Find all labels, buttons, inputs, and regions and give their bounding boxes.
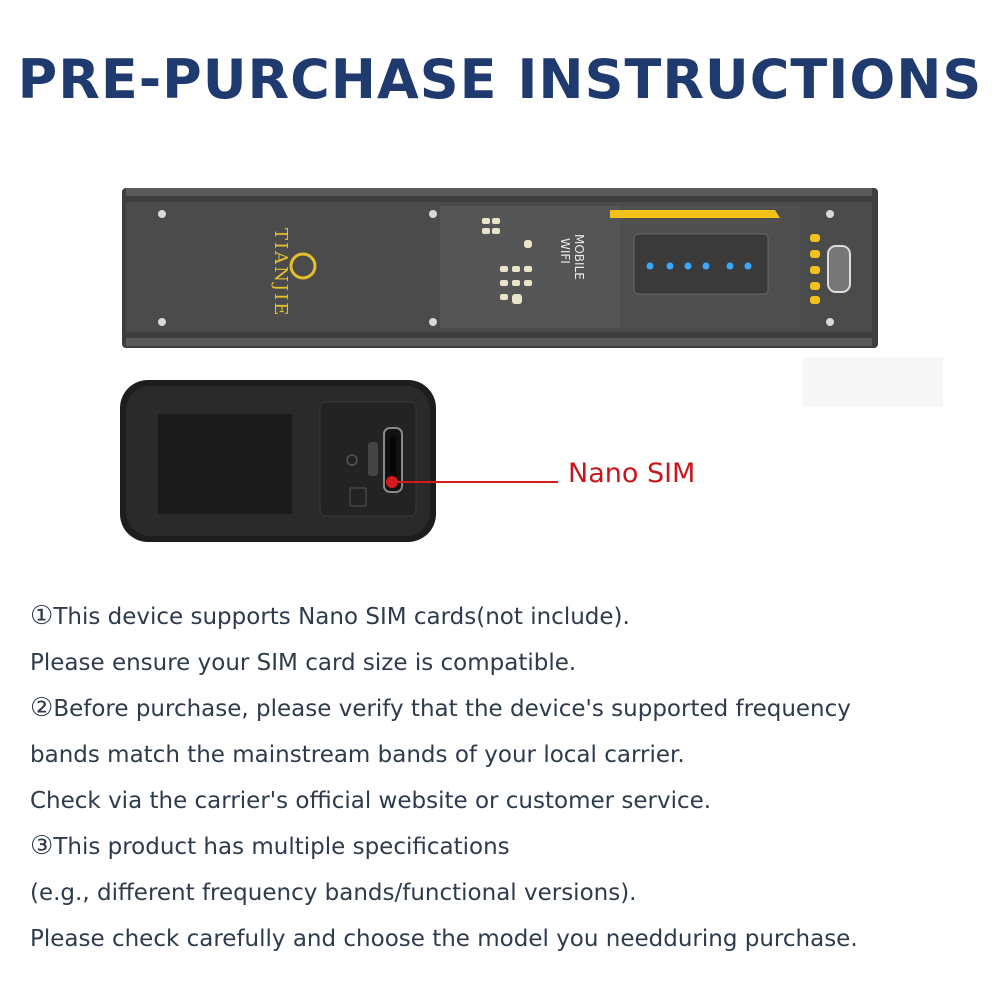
instruction-text: This product has multiple specifications (53, 834, 510, 860)
instruction-line: ③This product has multiple specification… (30, 826, 990, 872)
device-label-line1: MOBILE (572, 234, 586, 280)
instruction-text: (e.g., different frequency bands/functio… (30, 880, 637, 906)
instruction-line: Please ensure your SIM card size is comp… (30, 642, 990, 688)
instructions-list: ①This device supports Nano SIM cards(not… (30, 596, 990, 964)
instruction-line: ②Before purchase, please verify that the… (30, 688, 990, 734)
power-button (368, 442, 378, 476)
device-label-line2: WIFI (558, 238, 572, 264)
instruction-line: (e.g., different frequency bands/functio… (30, 872, 990, 918)
instruction-marker: ③ (30, 831, 54, 861)
instruction-marker: ① (30, 601, 54, 631)
instruction-line: Please check carefully and choose the mo… (30, 918, 990, 964)
instruction-text: Please check carefully and choose the mo… (30, 926, 858, 952)
device-end-view (120, 380, 436, 542)
nano-sim-label: Nano SIM (568, 458, 696, 489)
blank-patch (803, 357, 943, 407)
power-icon (346, 454, 358, 466)
instruction-text: Check via the carrier's official website… (30, 788, 712, 814)
instruction-text: This device supports Nano SIM cards(not … (53, 604, 630, 630)
callout-line (392, 481, 558, 483)
instruction-text: Before purchase, please verify that the … (53, 696, 851, 722)
instruction-line: Check via the carrier's official website… (30, 780, 990, 826)
sim-icon (349, 487, 367, 507)
device-top-view: TIANJIE MOBILE WIFI (122, 188, 878, 348)
instruction-marker: ② (30, 693, 54, 723)
instruction-text: bands match the mainstream bands of your… (30, 742, 685, 768)
instruction-line: bands match the mainstream bands of your… (30, 734, 990, 780)
brand-text: TIANJIE (270, 228, 291, 317)
instruction-text: Please ensure your SIM card size is comp… (30, 650, 577, 676)
brand-logo-icon (289, 252, 317, 280)
led-indicators (646, 262, 752, 270)
page-title: PRE-PURCHASE INSTRUCTIONS (17, 48, 983, 111)
usb-c-port (827, 245, 851, 293)
instruction-line: ①This device supports Nano SIM cards(not… (30, 596, 990, 642)
